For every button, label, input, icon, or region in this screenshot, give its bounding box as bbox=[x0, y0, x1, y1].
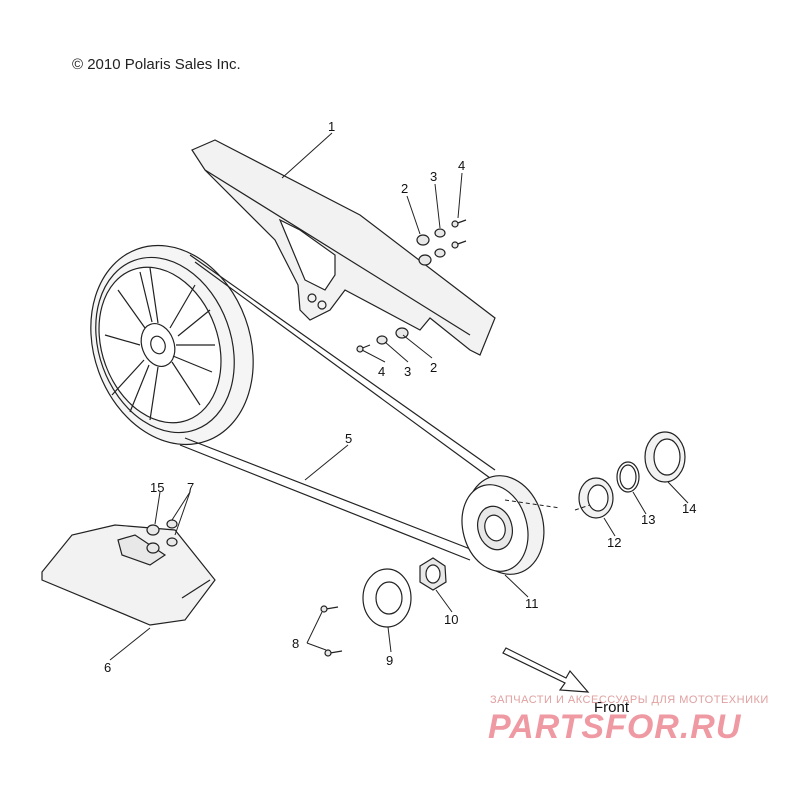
callout-labels: 1 2 3 4 4 3 2 5 6 7 15 8 9 10 11 12 13 1… bbox=[104, 119, 696, 716]
upper-fasteners bbox=[356, 219, 467, 353]
front-label: Front bbox=[594, 699, 630, 716]
front-arrow-icon bbox=[502, 647, 590, 693]
callout-9: 9 bbox=[386, 653, 393, 668]
seal-part bbox=[644, 431, 686, 483]
o-ring-part bbox=[616, 461, 640, 493]
callout-11: 11 bbox=[525, 596, 539, 611]
lower-cover-part bbox=[41, 524, 216, 626]
watermark-tagline: ЗАПЧАСТИ И АКСЕССУАРЫ ДЛЯ МОТОТЕХНИКИ bbox=[490, 694, 769, 706]
watermark-brand: PARTSFOR.RU bbox=[488, 708, 742, 746]
callout-2-upper: 2 bbox=[401, 181, 408, 196]
nut-part bbox=[419, 557, 447, 591]
spacer-part bbox=[578, 477, 614, 519]
callout-3-lower: 3 bbox=[404, 364, 411, 379]
callout-4-upper: 4 bbox=[458, 158, 465, 173]
callout-12: 12 bbox=[607, 535, 621, 550]
lock-plate-part bbox=[362, 568, 412, 628]
callout-8: 8 bbox=[292, 636, 299, 651]
callout-10: 10 bbox=[444, 612, 458, 627]
callout-5: 5 bbox=[345, 431, 352, 446]
lower-fasteners bbox=[146, 519, 178, 554]
drive-belt-part bbox=[179, 254, 496, 561]
callout-1: 1 bbox=[328, 119, 335, 134]
callout-2-lower: 2 bbox=[430, 360, 437, 375]
callout-14: 14 bbox=[682, 501, 696, 516]
callout-4-lower: 4 bbox=[378, 364, 385, 379]
callout-13: 13 bbox=[641, 512, 655, 527]
callout-15: 15 bbox=[150, 480, 164, 495]
bolts-part bbox=[320, 605, 343, 657]
belt-guard-part bbox=[191, 139, 496, 356]
callout-6: 6 bbox=[104, 660, 111, 675]
callout-7: 7 bbox=[187, 480, 194, 495]
rear-pulley-wheel bbox=[90, 244, 254, 446]
callout-3-upper: 3 bbox=[430, 169, 437, 184]
front-sprocket-part bbox=[461, 475, 545, 575]
copyright-text: © 2010 Polaris Sales Inc. bbox=[72, 56, 241, 73]
leader-lines bbox=[109, 132, 689, 661]
